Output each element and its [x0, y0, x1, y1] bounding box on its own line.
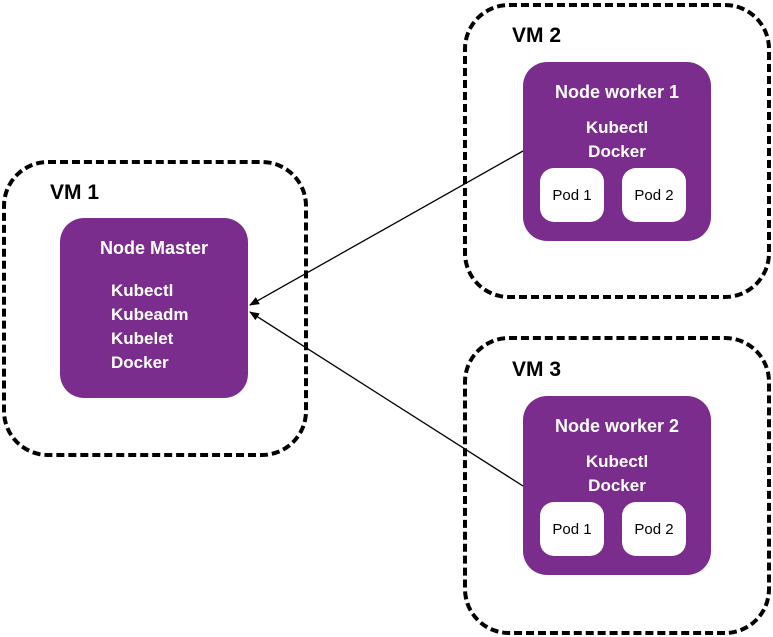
arrow-worker1-to-master — [249, 150, 524, 306]
node-worker-1: Node worker 1 Kubectl Docker Pod 1 Pod 2 — [523, 62, 711, 241]
pod-1: Pod 1 — [540, 168, 604, 222]
tool-kubectl: Kubectl — [585, 452, 649, 471]
pod-2: Pod 2 — [622, 502, 686, 556]
tool-kubeadm: Kubeadm — [111, 305, 189, 324]
vm1-label: VM 1 — [50, 181, 100, 204]
tool-kubectl: Kubectl — [111, 281, 174, 300]
tool-docker: Docker — [111, 353, 169, 372]
node-worker-2-title: Node worker 2 — [554, 416, 680, 436]
tool-kubelet: Kubelet — [111, 329, 174, 348]
pod-1: Pod 1 — [540, 502, 604, 556]
vm1-boundary — [2, 160, 308, 457]
node-master-title: Node Master — [99, 238, 209, 258]
tool-docker: Docker — [588, 476, 646, 495]
node-master: Node Master Kubectl Kubeadm Kubelet Dock… — [60, 218, 248, 398]
tool-docker: Docker — [588, 142, 646, 161]
node-master-tools: Kubectl Kubeadm Kubelet Docker — [111, 279, 188, 375]
node-worker-1-tools: Kubectl Docker — [523, 116, 711, 164]
pod-2: Pod 2 — [622, 168, 686, 222]
vm3-boundary — [463, 336, 771, 635]
vm3-label: VM 3 — [512, 358, 562, 381]
node-worker-2: Node worker 2 Kubectl Docker Pod 1 Pod 2 — [523, 396, 711, 575]
vm2-label: VM 2 — [512, 24, 562, 47]
vm2-boundary — [463, 3, 771, 299]
tool-kubectl: Kubectl — [585, 118, 649, 137]
arrow-worker2-to-master — [249, 311, 524, 487]
node-worker-2-tools: Kubectl Docker — [523, 450, 711, 498]
node-worker-1-title: Node worker 1 — [554, 82, 680, 102]
